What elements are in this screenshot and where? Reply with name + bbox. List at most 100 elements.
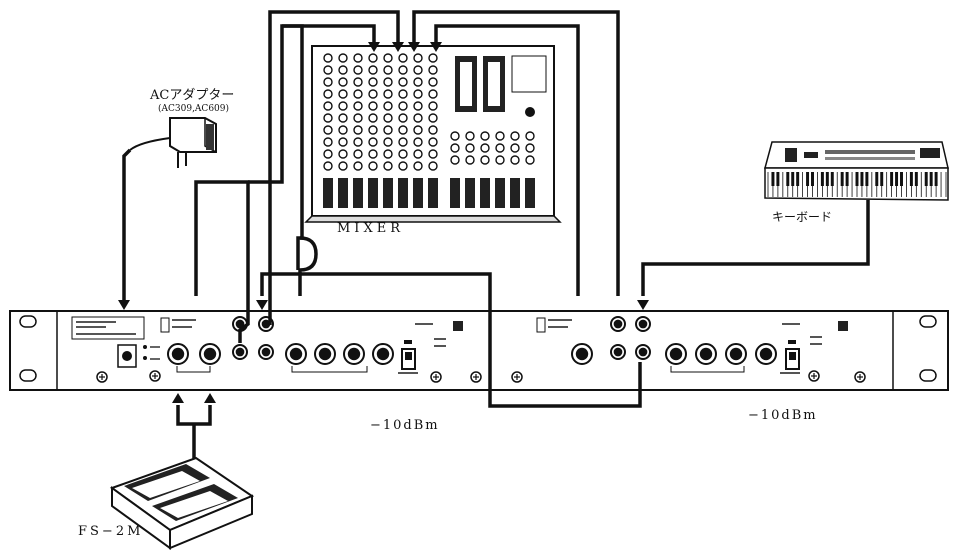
cable-keyboard xyxy=(641,200,870,296)
mixer-knob xyxy=(398,101,408,111)
keyboard-black-key xyxy=(934,172,938,186)
keyboard-black-key xyxy=(830,172,834,186)
jack-hole xyxy=(203,347,217,361)
mixer-knob xyxy=(495,131,505,141)
cable-cross-link xyxy=(260,272,642,408)
mixer-fader xyxy=(480,178,490,208)
keyboard-black-key xyxy=(791,172,795,186)
mixer-fader xyxy=(510,178,520,208)
keyboard-black-key xyxy=(895,172,899,186)
keyboard-black-key xyxy=(865,172,869,186)
jack-hole xyxy=(575,347,589,361)
ac-adapter-icon xyxy=(129,117,217,168)
level-label-right: −10dBm xyxy=(748,408,818,423)
keyboard-black-key xyxy=(929,172,933,186)
mixer-knob xyxy=(323,89,333,99)
mixer-knob xyxy=(368,101,378,111)
keyboard-black-key xyxy=(860,172,864,186)
mixer-knob xyxy=(428,53,438,63)
mixer-knob xyxy=(495,143,505,153)
mixer-knob xyxy=(338,149,348,159)
mixer-knob xyxy=(398,113,408,123)
mixer-fader xyxy=(428,178,438,208)
mixer-fader xyxy=(465,178,475,208)
cable-ac-adapter xyxy=(122,148,132,300)
mixer-knob xyxy=(398,125,408,135)
mixer-knob xyxy=(428,77,438,87)
keyboard-black-key xyxy=(914,172,918,186)
mixer-knob xyxy=(428,101,438,111)
mixer-knob xyxy=(383,149,393,159)
keyboard-black-key xyxy=(875,172,879,186)
mixer xyxy=(304,45,562,223)
mixer-knob xyxy=(353,77,363,87)
arrows xyxy=(118,42,649,403)
keyboard-black-key xyxy=(855,172,859,186)
mixer-knob xyxy=(383,53,393,63)
mixer-knob xyxy=(368,113,378,123)
cable-loop-1 xyxy=(268,10,400,325)
mixer-knob xyxy=(413,125,423,135)
keyboard-black-key xyxy=(796,172,800,186)
mixer-knob xyxy=(383,125,393,135)
mixer-knob xyxy=(368,137,378,147)
keyboard-black-key xyxy=(880,172,884,186)
keyboard-black-key xyxy=(806,172,810,186)
mixer-knob xyxy=(383,65,393,75)
mixer-knob xyxy=(323,77,333,87)
mixer-knob xyxy=(338,161,348,171)
rack-jacks xyxy=(167,316,777,365)
jack-hole xyxy=(171,347,185,361)
keyboard-black-key xyxy=(776,172,780,186)
mixer-knob xyxy=(413,113,423,123)
mixer-knob xyxy=(428,161,438,171)
mixer-knob xyxy=(413,89,423,99)
mixer-knob xyxy=(368,89,378,99)
mixer-knob xyxy=(510,155,520,165)
mixer-knob xyxy=(480,131,490,141)
mixer-knob xyxy=(413,149,423,159)
mixer-knob xyxy=(368,161,378,171)
mixer-fader xyxy=(338,178,348,208)
cable-loop-3 xyxy=(282,24,304,270)
mixer-knob xyxy=(465,143,475,153)
jack-hole xyxy=(613,319,623,329)
mixer-knob xyxy=(465,155,475,165)
keyboard-black-key xyxy=(811,172,814,186)
mixer-knob xyxy=(398,53,408,63)
keyboard-black-key xyxy=(771,172,775,186)
mixer-knob xyxy=(338,53,348,63)
mixer-knob xyxy=(495,155,505,165)
rack-unit xyxy=(9,310,949,391)
mixer-knob xyxy=(465,131,475,141)
mixer-knob xyxy=(353,113,363,123)
keyboard-black-key xyxy=(820,172,824,186)
jack-hole xyxy=(638,347,648,357)
mixer-knob xyxy=(353,65,363,75)
mixer-channel-strips xyxy=(323,53,535,208)
jack-hole xyxy=(318,347,332,361)
mixer-fader xyxy=(495,178,505,208)
mixer-fader xyxy=(525,178,535,208)
mixer-knob xyxy=(413,77,423,87)
mixer-knob xyxy=(413,137,423,147)
jack-hole xyxy=(376,347,390,361)
mixer-knob xyxy=(323,53,333,63)
mixer-knob xyxy=(525,155,535,165)
jack-hole xyxy=(261,319,271,329)
mixer-knob xyxy=(368,53,378,63)
mixer-fader xyxy=(323,178,333,208)
mixer-knob xyxy=(368,65,378,75)
cable-fs-split xyxy=(176,405,212,426)
mixer-fader xyxy=(368,178,378,208)
cables xyxy=(122,10,870,468)
jack-hole xyxy=(347,347,361,361)
mixer-knob xyxy=(413,53,423,63)
keyboard-black-key xyxy=(890,172,894,186)
mixer-knob xyxy=(353,149,363,159)
mixer-knob xyxy=(353,53,363,63)
level-switch-right xyxy=(785,340,800,370)
keyboard-label: キーボード xyxy=(772,210,832,224)
mixer-knob xyxy=(383,137,393,147)
mixer-knob xyxy=(338,101,348,111)
